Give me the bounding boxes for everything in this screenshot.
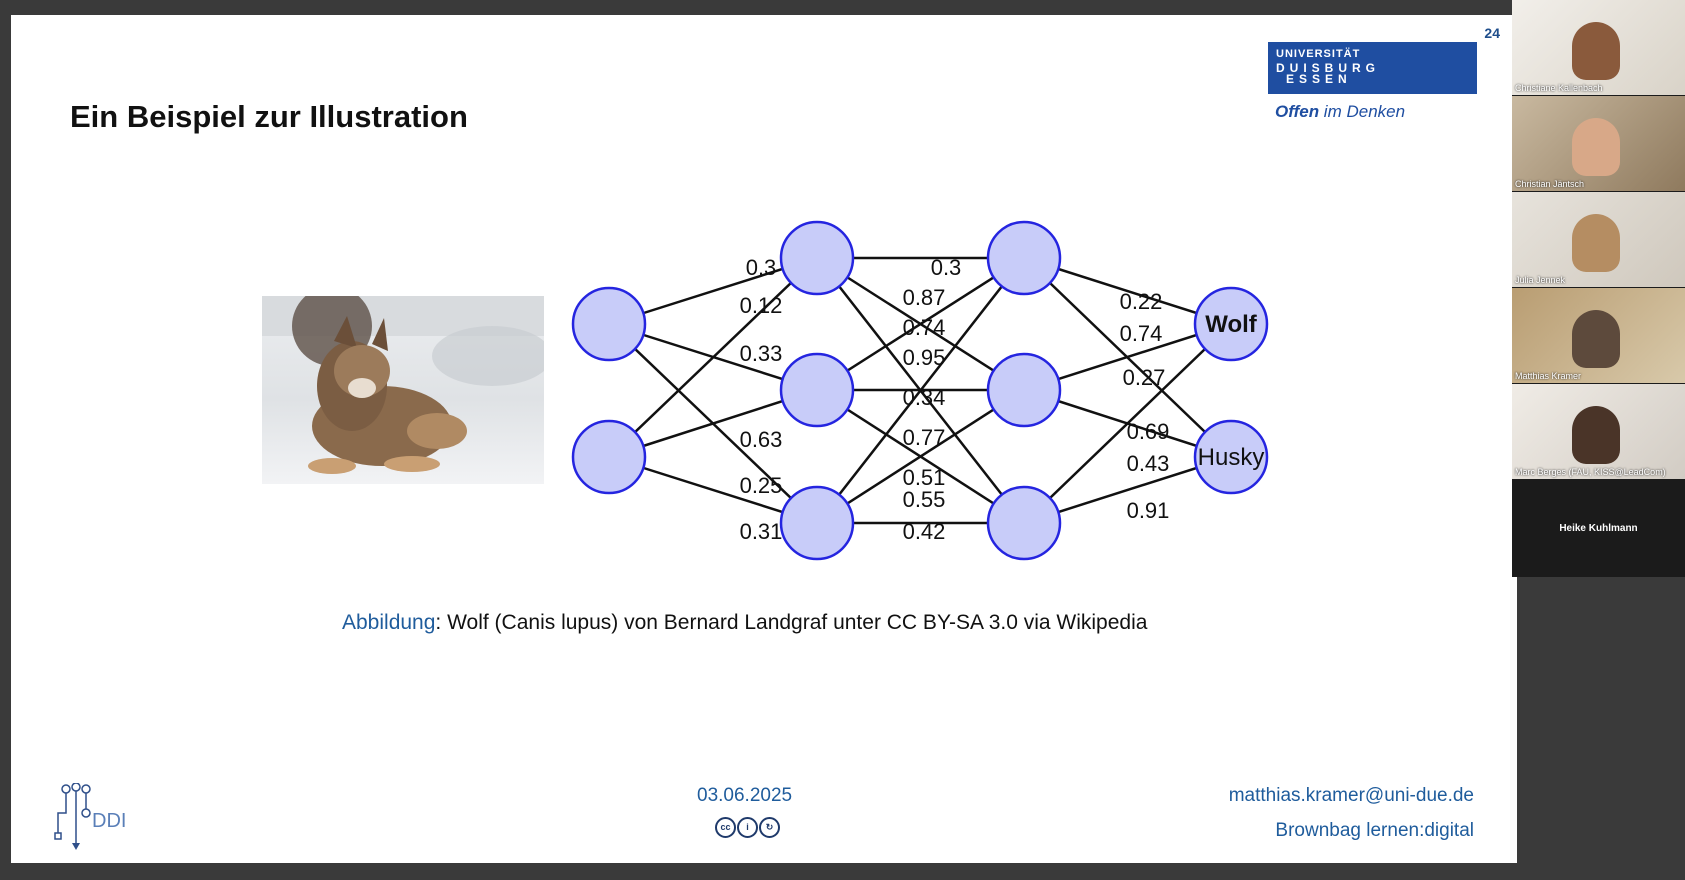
weight-label: 0.31	[740, 519, 783, 544]
tagline-rest: im Denken	[1319, 102, 1406, 121]
weight-label: 0.74	[1120, 321, 1163, 346]
output-node	[1193, 286, 1269, 362]
tagline-strong: Offen	[1275, 102, 1320, 121]
caption-label: Abbildung	[342, 611, 436, 634]
hidden-node	[779, 352, 855, 428]
weight-label: 0.95	[903, 345, 946, 370]
output-label: Wolf	[1205, 311, 1258, 338]
caption-text: : Wolf (Canis lupus) von Bernard Landgra…	[435, 611, 1148, 634]
participant-name: Matthias Kramer	[1515, 371, 1582, 381]
weight-label: 0.42	[903, 519, 946, 544]
weight-label: 0.55	[903, 487, 946, 512]
presentation-slide: 24 Ein Beispiel zur Illustration UNIVERS…	[11, 15, 1517, 863]
weight-label: 0.77	[903, 425, 946, 450]
hidden-node	[779, 220, 855, 296]
footer-date: 03.06.2025	[697, 785, 793, 806]
weight-label: 0.74	[903, 315, 946, 340]
hidden-node	[986, 220, 1062, 296]
participant-name: Julia Jennek	[1515, 275, 1566, 285]
participant-tile[interactable]: Heike Kuhlmann	[1512, 480, 1685, 575]
cc-license-icons: cc i ↻	[715, 817, 780, 838]
university-logo: UNIVERSITÄT DUISBURG ESSEN	[1268, 42, 1477, 94]
weight-label: 0.69	[1127, 419, 1170, 444]
figure-caption: Abbildung: Wolf (Canis lupus) von Bernar…	[342, 611, 1147, 635]
output-node	[1193, 419, 1269, 495]
network-edge	[608, 257, 818, 458]
university-tagline: Offen im Denken	[1275, 102, 1405, 122]
slide-page-number: 24	[1484, 25, 1500, 41]
weight-label: 0.33	[740, 341, 783, 366]
participant-name: Marc Berges (FAU, KISS@LeadCom)	[1515, 467, 1666, 477]
participant-tile[interactable]: Matthias Kramer	[1512, 288, 1685, 383]
input-node	[571, 286, 647, 362]
network-edge	[1023, 323, 1232, 524]
slide-title: Ein Beispiel zur Illustration	[70, 99, 468, 134]
network-edge	[816, 257, 1025, 524]
ddi-logo: DDI	[42, 782, 142, 858]
cc-by-icon: i	[737, 817, 758, 838]
weight-label: 0.25	[740, 473, 783, 498]
weight-label: 0.22	[1120, 289, 1163, 314]
video-participants-panel: Christiane Kallenbach Christian Jäntsch …	[1512, 0, 1685, 577]
hidden-node	[986, 352, 1062, 428]
weight-label: 0.12	[740, 293, 783, 318]
weight-label: 0.87	[903, 285, 946, 310]
input-node	[571, 419, 647, 495]
logo-line-3: ESSEN	[1286, 72, 1352, 86]
participant-name: Christiane Kallenbach	[1515, 83, 1603, 93]
cc-sa-icon: ↻	[759, 817, 780, 838]
ddi-logo-text: DDI	[92, 810, 126, 832]
weight-label: 0.63	[740, 427, 783, 452]
wolf-image	[262, 296, 544, 474]
participant-name: Christian Jäntsch	[1515, 179, 1585, 189]
participant-tile[interactable]: Christian Jäntsch	[1512, 96, 1685, 191]
weight-label: 0.3	[746, 255, 777, 280]
hidden-node	[779, 485, 855, 561]
weight-label: 0.43	[1127, 451, 1170, 476]
weight-label: 0.34	[903, 385, 946, 410]
ddi-logo-icon: DDI	[54, 782, 126, 850]
footer-email: matthias.kramer@uni-due.de	[1228, 785, 1474, 806]
cc-icon: cc	[715, 817, 736, 838]
footer-event: Brownbag lernen:digital	[1275, 820, 1474, 841]
participant-name: Heike Kuhlmann	[1559, 523, 1638, 534]
logo-line-1: UNIVERSITÄT	[1276, 48, 1361, 60]
weight-label: 0.27	[1123, 365, 1166, 390]
network-edge	[816, 256, 1025, 392]
participant-tile[interactable]: Julia Jennek	[1512, 192, 1685, 287]
weight-label: 0.51	[903, 465, 946, 490]
network-edge	[816, 388, 1025, 525]
hidden-node	[986, 485, 1062, 561]
participant-tile[interactable]: Marc Berges (FAU, KISS@LeadCom)	[1512, 384, 1685, 479]
participant-tile[interactable]: Christiane Kallenbach	[1512, 0, 1685, 95]
weight-label: 0.91	[1127, 498, 1170, 523]
logo-line-2: DUISBURG	[1276, 61, 1381, 75]
wolf-photo	[262, 296, 544, 484]
output-label: Husky	[1198, 444, 1265, 471]
weight-label: 0.3	[931, 255, 962, 280]
